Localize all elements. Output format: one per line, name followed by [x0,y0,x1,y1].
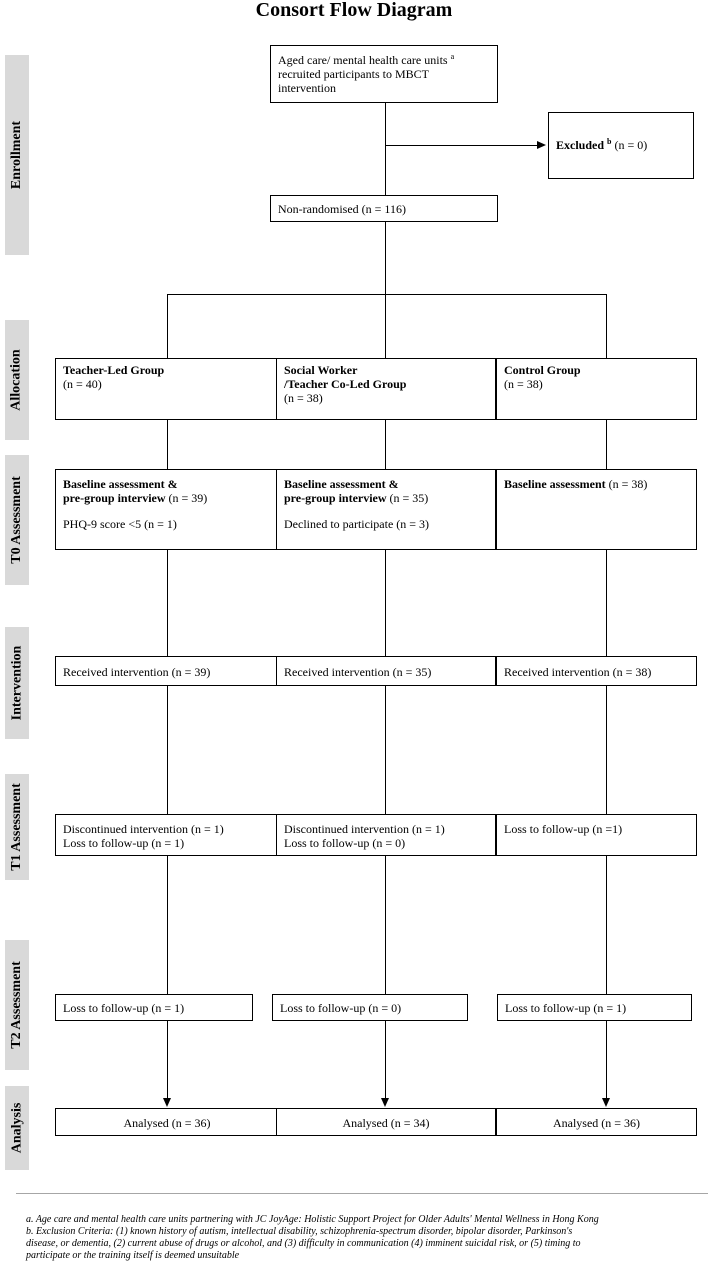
connector [385,294,386,358]
footnote-divider [16,1193,708,1194]
intervention-co-led: Received intervention (n = 35) [276,656,496,686]
connector [167,1021,168,1098]
t2-co-led: Loss to follow-up (n = 0) [272,994,468,1021]
stage-analysis: Analysis [5,1086,29,1170]
t0-control: Baseline assessment (n = 38) [496,469,697,550]
connector [167,550,168,656]
arrow [381,1098,389,1107]
t1-control: Loss to follow-up (n =1) [496,814,697,856]
allocation-co-led: Social Worker /Teacher Co-Led Group (n =… [276,358,496,420]
connector [606,420,607,469]
t1-teacher-led: Discontinued intervention (n = 1) Loss t… [55,814,279,856]
diagram-title: Consort Flow Diagram [255,0,453,21]
connector [385,222,386,294]
connector [606,856,607,994]
recruitment-box: Aged care/ mental health care units a re… [270,45,498,103]
connector [167,686,168,814]
connector [606,686,607,814]
stage-t1-assessment: T1 Assessment [5,774,29,880]
connector [167,294,168,358]
connector [606,550,607,656]
footnote-b: b. Exclusion Criteria: (1) known history… [26,1226,573,1237]
connector [385,686,386,814]
arrow [602,1098,610,1107]
connector [385,420,386,469]
connector [167,420,168,469]
connector [167,856,168,994]
connector [385,145,537,146]
t1-co-led: Discontinued intervention (n = 1) Loss t… [276,814,496,856]
stage-allocation: Allocation [5,320,29,440]
t2-control: Loss to follow-up (n = 1) [497,994,692,1021]
arrow [537,141,546,149]
connector [385,856,386,994]
allocation-teacher-led: Teacher-Led Group (n = 40) [55,358,279,420]
stage-intervention: Intervention [5,627,29,739]
stage-t2-assessment: T2 Assessment [5,940,29,1070]
t2-teacher-led: Loss to follow-up (n = 1) [55,994,253,1021]
t0-teacher-led: Baseline assessment & pre-group intervie… [55,469,279,550]
footnote-b-cont: disease, or dementia, (2) current abuse … [26,1238,581,1249]
analysis-co-led: Analysed (n = 34) [276,1108,496,1136]
t0-co-led: Baseline assessment & pre-group intervie… [276,469,496,550]
connector [606,294,607,358]
footnote-a: a. Age care and mental health care units… [26,1214,599,1225]
footnote-b-cont: participate or the training itself is de… [26,1250,240,1261]
analysis-control: Analysed (n = 36) [496,1108,697,1136]
connector [385,550,386,656]
intervention-teacher-led: Received intervention (n = 39) [55,656,279,686]
connector [385,103,386,195]
intervention-control: Received intervention (n = 38) [496,656,697,686]
connector [385,1021,386,1098]
stage-enrollment: Enrollment [5,55,29,255]
arrow [163,1098,171,1107]
connector [606,1021,607,1098]
analysis-teacher-led: Analysed (n = 36) [55,1108,279,1136]
non-randomised-box: Non-randomised (n = 116) [270,195,498,222]
stage-t0-assessment: T0 Assessment [5,455,29,585]
connector [167,294,606,295]
footnotes: a. Age care and mental health care units… [26,1214,696,1262]
excluded-box: Excluded b (n = 0) [548,112,694,179]
allocation-control: Control Group (n = 38) [496,358,697,420]
